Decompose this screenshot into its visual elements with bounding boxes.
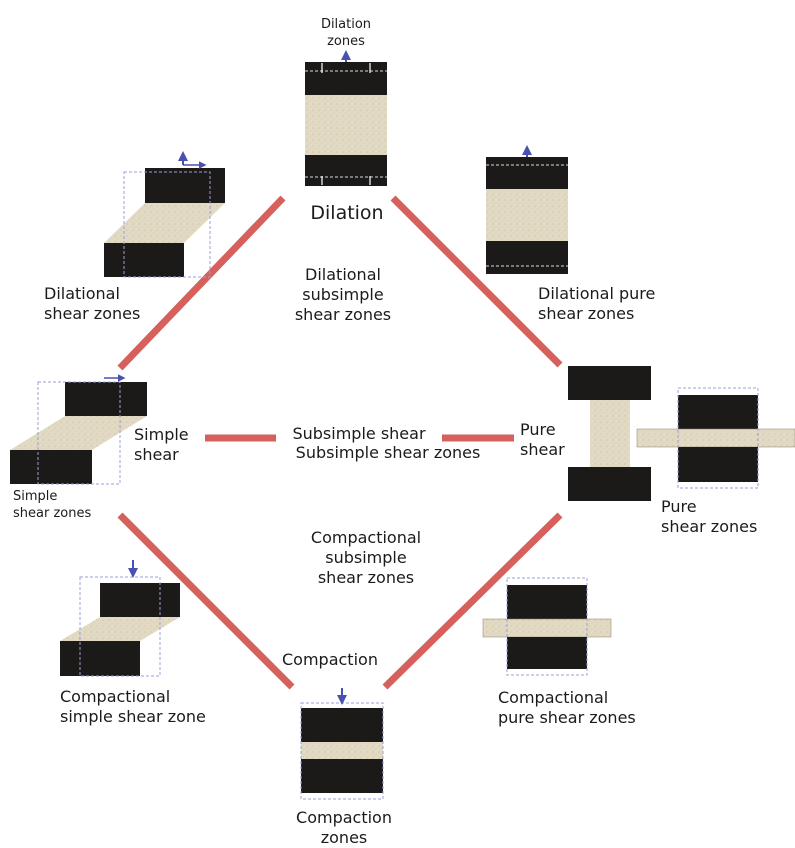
pure-shear-zones-block [636, 387, 795, 489]
dilation-zones-label: Dilation zones [320, 17, 372, 49]
compaction-zones-label: Compaction zones [296, 808, 392, 847]
connector-dilation-to-simple [117, 195, 286, 371]
simple-shear-zones-block [10, 374, 147, 485]
subsimple-shear-zones-label: Subsimple shear zones [295, 443, 481, 462]
dilation-label: Dilation [310, 202, 384, 224]
connector-pure-to-compaction [382, 512, 563, 690]
dilational-shear-zones-label: Dilational shear zones [44, 284, 141, 323]
connector-lines [117, 195, 563, 690]
dilational-pure-shear-label: Dilational pure shear zones [538, 284, 656, 323]
pure-shear-block [568, 366, 651, 501]
connector-dilation-to-pure [390, 195, 563, 368]
compactional-simple-label: Compactional simple shear zone [60, 687, 206, 726]
dilational-pure-shear-block [486, 145, 568, 274]
dilation-block [305, 50, 387, 186]
pure-shear-zones-label: Pure shear zones [661, 497, 758, 536]
compactional-pure-shear-block [482, 577, 612, 676]
pure-shear-label: Pure shear [520, 420, 565, 459]
dilational-shear-zones-block [104, 151, 225, 278]
compactional-simple-shear-block [60, 560, 180, 677]
connector-simple-to-compaction [117, 512, 295, 690]
compactional-subsimple-label: Compactional subsimple shear zones [310, 528, 422, 587]
simple-shear-zones-label: Simple shear zones [13, 489, 92, 521]
subsimple-shear-label: Subsimple shear [276, 424, 442, 444]
compaction-block [300, 688, 384, 800]
compaction-label: Compaction [282, 650, 378, 669]
compactional-pure-label: Compactional pure shear zones [498, 688, 636, 727]
simple-shear-label: Simple shear [134, 425, 189, 464]
dilational-subsimple-label: Dilational subsimple shear zones [294, 265, 392, 324]
